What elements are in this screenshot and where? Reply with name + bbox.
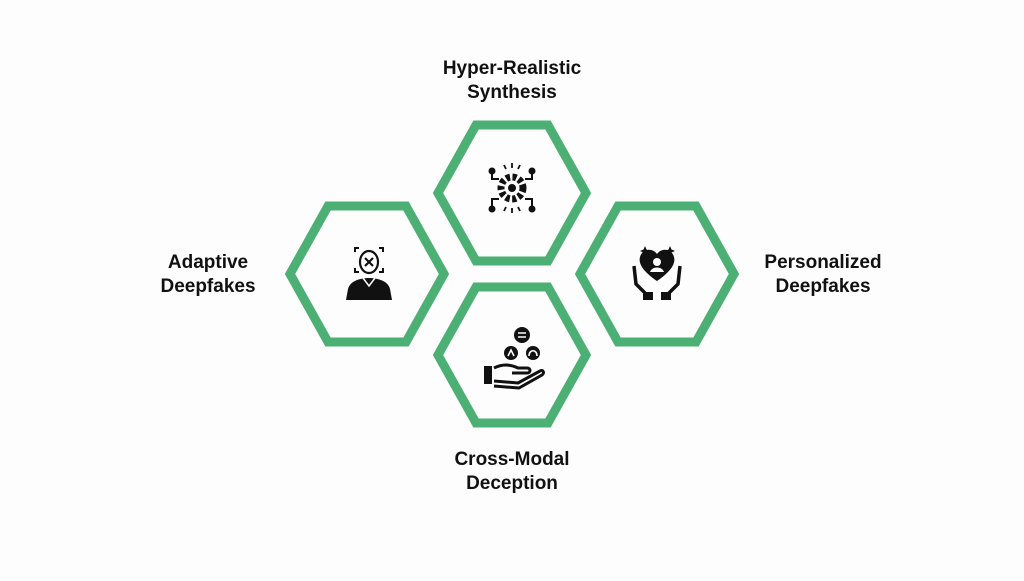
gear-network-icon bbox=[488, 163, 536, 213]
hands-heart-icon bbox=[632, 246, 682, 300]
hexagon-right bbox=[574, 201, 740, 347]
label-line: Synthesis bbox=[467, 82, 557, 103]
label-line: Cross-Modal bbox=[454, 449, 570, 470]
label-line: Deception bbox=[466, 473, 558, 494]
label-hyper-realistic-synthesis: Hyper-Realistic Synthesis bbox=[412, 57, 612, 105]
hexagon-top bbox=[432, 120, 592, 266]
label-line: Deepfakes bbox=[160, 276, 256, 297]
hexagon-left bbox=[284, 201, 450, 347]
label-line: Adaptive bbox=[167, 252, 249, 273]
label-line: Personalized bbox=[764, 252, 882, 273]
face-scan-person-icon bbox=[346, 247, 392, 300]
hand-media-icon bbox=[484, 327, 545, 390]
label-adaptive-deepfakes: Adaptive Deepfakes bbox=[128, 251, 288, 299]
hexagon-bottom bbox=[432, 282, 592, 428]
label-line: Deepfakes bbox=[775, 276, 871, 297]
label-line: Hyper-Realistic bbox=[442, 58, 582, 79]
label-cross-modal-deception: Cross-Modal Deception bbox=[412, 448, 612, 496]
label-personalized-deepfakes: Personalized Deepfakes bbox=[738, 251, 908, 299]
